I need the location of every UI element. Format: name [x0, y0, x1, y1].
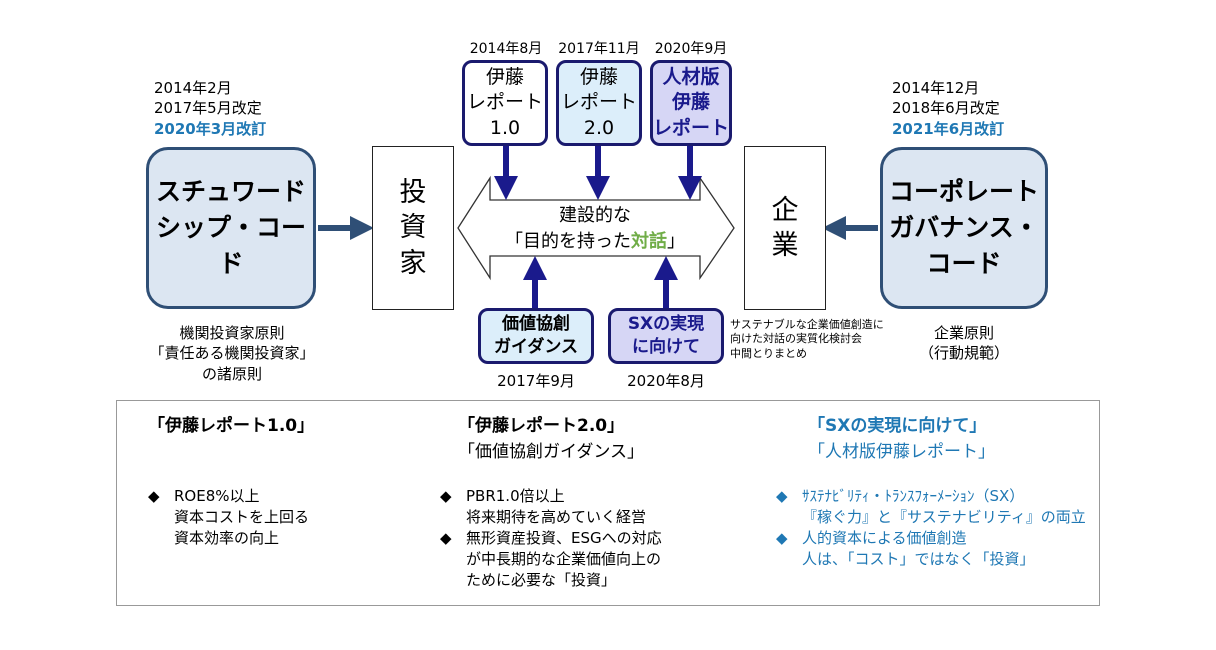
report-2-box: 伊藤 レポート 2.0 — [556, 60, 642, 146]
report-2-line-1: 伊藤 — [579, 65, 618, 88]
report-1-box: 伊藤 レポート 1.0 — [462, 60, 548, 146]
report-2-date: 2017年11月 — [558, 41, 640, 57]
company-box: 企 業 — [744, 146, 826, 310]
company-char-2: 業 — [771, 230, 799, 261]
report-3-line-2: 伊藤 — [671, 91, 710, 114]
governance-code-box: コーポレート ガバナンス・ コード — [880, 147, 1048, 309]
company-char-1: 企 — [771, 194, 799, 226]
summary-col3-header-line-1: 「SXの実現に向けて」 — [808, 416, 987, 436]
summary-col2-bullet-2-line-1: ◆無形資産投資、ESGへの対応 — [440, 529, 662, 547]
investor-box: 投 資 家 — [372, 146, 454, 310]
sx-line-2: に向けて — [632, 337, 700, 357]
stewardship-dates: 2014年2月 2017年5月改定 2020年3月改訂 — [154, 78, 266, 139]
summary-col3-bullet-1-line-2: 『稼ぐ力』と『サステナビリティ』の両立 — [802, 508, 1086, 526]
summary-col2-bullets: ◆PBR1.0倍以上 将来期待を高めていく経営 ◆無形資産投資、ESGへの対応 … — [440, 486, 662, 591]
summary-col2-bullet-2-line-2: が中長期的な企業価値向上の — [466, 550, 662, 568]
study-note-line-3: 中間とりまとめ — [730, 346, 807, 360]
report-1-line-1: 伊藤 — [485, 65, 524, 88]
sx-date: 2020年8月 — [627, 372, 705, 390]
investor-char-1: 投 — [399, 177, 427, 209]
dialogue-line-2-post: 」 — [667, 231, 685, 253]
study-note-line-1: サステナブルな企業価値創造に — [730, 318, 884, 331]
summary-col2-header-line-1: 「伊藤レポート2.0」 — [458, 416, 625, 436]
stewardship-note-line-2: 「責任ある機関投資家」 — [149, 344, 315, 363]
dialogue-double-arrow — [457, 175, 735, 281]
governance-code-line-2: ガバナンス・ — [889, 212, 1039, 242]
report-1-line-3: 1.0 — [489, 116, 521, 139]
bullet-diamond-icon: ◆ — [776, 487, 788, 505]
summary-col2-header: 「伊藤レポート2.0」 「価値協創ガイダンス」 — [458, 414, 644, 465]
study-note-line-2: 向けた対話の実質化検討会 — [730, 332, 862, 346]
summary-col1-bullet-1-line-1: ◆ROE8%以上 — [148, 487, 260, 505]
report-3-line-1: 人材版 — [662, 65, 720, 88]
summary-panel — [116, 400, 1100, 606]
report-3-date: 2020年9月 — [654, 41, 728, 57]
summary-col1-bullet-1-line-3: 資本効率の向上 — [174, 529, 280, 547]
bullet-diamond-icon: ◆ — [776, 529, 788, 547]
guidance-box: 価値協創 ガイダンス — [478, 308, 594, 364]
report-1-date: 2014年8月 — [469, 41, 543, 57]
investor-char-3: 家 — [399, 247, 427, 279]
summary-col2-bullet-1-line-1: ◆PBR1.0倍以上 — [440, 487, 565, 505]
summary-col3-bullet-2-line-1: ◆人的資本による価値創造 — [776, 529, 967, 547]
dialogue-text: 建設的な 「目的を持った対話」 — [490, 203, 700, 255]
summary-col3-header: 「SXの実現に向けて」 「人材版伊藤レポート」 — [808, 414, 995, 465]
summary-col1-header-line-1: 「伊藤レポート1.0」 — [148, 416, 315, 436]
report-3-line-3: レポート — [653, 116, 730, 139]
guidance-date: 2017年9月 — [497, 372, 575, 390]
governance-note-line-1: 企業原則 — [933, 324, 994, 342]
dialogue-line-2-pre: 「目的を持った — [505, 231, 631, 253]
governance-note: 企業原則 （行動規範） — [880, 323, 1048, 364]
stewardship-date-revision-1: 2017年5月改定 — [154, 99, 262, 118]
sx-line-1: SXの実現 — [627, 314, 705, 335]
summary-col3-bullet-1-line-1: ◆ｻｽﾃﾅﾋﾞﾘﾃｨ・ﾄﾗﾝｽﾌｫｰﾒｰｼｮﾝ（SX） — [776, 487, 1025, 505]
guidance-line-1: 価値協創 — [502, 314, 570, 335]
stewardship-code-line-1: スチュワード — [155, 176, 306, 206]
sx-box: SXの実現 に向けて — [608, 308, 724, 364]
report-2-line-3: 2.0 — [583, 116, 615, 139]
dialogue-line-2: 「目的を持った対話」 — [490, 229, 700, 255]
bullet-diamond-icon: ◆ — [440, 487, 452, 505]
summary-col3-header-line-2: 「人材版伊藤レポート」 — [808, 441, 995, 462]
governance-date-initial: 2014年12月 — [892, 79, 980, 97]
investor-char-2: 資 — [399, 212, 427, 244]
report-3-box: 人材版 伊藤 レポート — [650, 60, 732, 146]
stewardship-date-initial: 2014年2月 — [154, 79, 232, 97]
summary-col3-bullets: ◆ｻｽﾃﾅﾋﾞﾘﾃｨ・ﾄﾗﾝｽﾌｫｰﾒｰｼｮﾝ（SX） 『稼ぐ力』と『サステナビ… — [776, 486, 1086, 570]
summary-col2-bullet-2-line-3: ために必要な「投資」 — [466, 571, 617, 589]
summary-col1-bullet-1: ◆ROE8%以上 資本コストを上回る 資本効率の向上 — [148, 486, 309, 549]
dialogue-highlight: 対話 — [631, 231, 667, 253]
stewardship-note: 機関投資家原則 「責任ある機関投資家」 の諸原則 — [146, 323, 318, 384]
report-1-line-2: レポート — [466, 91, 543, 114]
stewardship-note-line-3: の諸原則 — [201, 364, 262, 383]
governance-code-line-3: コード — [926, 249, 1002, 279]
summary-col1-header: 「伊藤レポート1.0」 — [148, 414, 314, 440]
summary-col3-bullet-2-line-2: 人は、「コスト」ではなく「投資」 — [802, 550, 1035, 568]
report-2-line-2: レポート — [560, 91, 637, 114]
guidance-line-2: ガイダンス — [494, 337, 578, 357]
governance-note-line-2: （行動規範） — [918, 344, 1009, 363]
governance-date-revision-2: 2021年6月改訂 — [892, 119, 1005, 138]
governance-dates: 2014年12月 2018年6月改定 2021年6月改訂 — [892, 78, 1004, 139]
summary-col1-bullet-1-line-2: 資本コストを上回る — [174, 508, 310, 526]
summary-col2-bullet-1-line-2: 将来期待を高めていく経営 — [466, 508, 647, 526]
stewardship-code-line-2: シップ・コード — [155, 212, 306, 279]
study-group-note: サステナブルな企業価値創造に 向けた対話の実質化検討会 中間とりまとめ — [730, 318, 884, 361]
governance-code-line-1: コーポレート — [888, 176, 1039, 206]
stewardship-date-revision-2: 2020年3月改訂 — [154, 119, 267, 138]
summary-col2-header-line-2: 「価値協創ガイダンス」 — [458, 441, 644, 462]
bullet-diamond-icon: ◆ — [148, 487, 160, 505]
bullet-diamond-icon: ◆ — [440, 529, 452, 547]
dialogue-line-1: 建設的な — [559, 205, 631, 226]
stewardship-note-line-1: 機関投資家原則 — [179, 324, 285, 342]
stewardship-code-box: スチュワード シップ・コード — [146, 147, 316, 309]
governance-date-revision-1: 2018年6月改定 — [892, 99, 1000, 118]
